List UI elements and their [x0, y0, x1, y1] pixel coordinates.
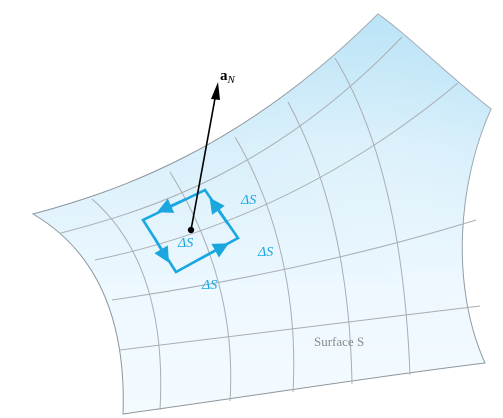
surface-grid-transverse [91, 57, 411, 411]
normal-vector-arrowhead [211, 82, 220, 100]
grid-line-long-3 [111, 219, 477, 301]
grid-line-cross-5 [334, 57, 411, 376]
center-element-label: ΔS [177, 236, 193, 251]
normal-vector-label-subscript: N [227, 74, 236, 86]
top-right-element-label: ΔS [240, 193, 256, 208]
normal-vector [187, 82, 220, 234]
normal-vector-shaft [190, 92, 217, 231]
grid-line-cross-4 [287, 101, 353, 385]
grid-line-cross-1 [91, 198, 162, 411]
loop-arrow-left [152, 236, 169, 263]
loop-arrow-right [209, 197, 230, 225]
right-element-label: ΔS [257, 245, 273, 260]
surface-name-label: Surface S [314, 334, 364, 349]
loop-arrow-top [156, 197, 187, 213]
normal-vector-label: aN [220, 68, 236, 86]
grid-line-long-4 [119, 305, 481, 351]
grid-line-long-1 [60, 36, 403, 234]
bottom-element-label: ΔS [201, 278, 217, 293]
loop-arrow-bottom [197, 243, 229, 262]
loop-direction-arrows [152, 197, 230, 263]
normal-vector-origin-dot [187, 226, 195, 234]
grid-line-cross-3 [234, 136, 295, 393]
normal-vector-label-base: a [220, 68, 228, 84]
surface-shading [33, 14, 491, 414]
